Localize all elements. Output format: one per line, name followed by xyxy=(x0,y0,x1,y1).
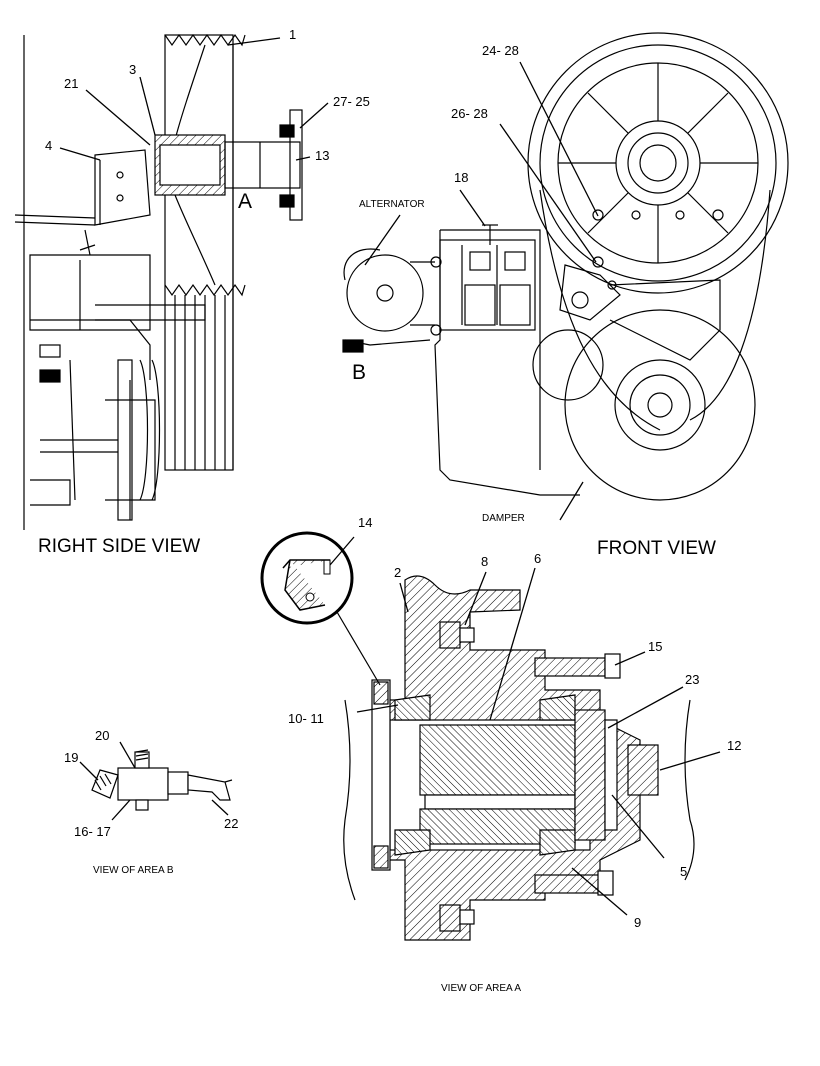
callout-16-17: 16- 17 xyxy=(74,824,111,839)
area-a-view xyxy=(343,575,695,941)
callout-14: 14 xyxy=(358,515,373,530)
leader-lines xyxy=(59,37,721,916)
callout-23: 23 xyxy=(685,672,700,687)
callout-2: 2 xyxy=(394,565,402,580)
area-b-fitting xyxy=(91,749,233,811)
area-b-marker: B xyxy=(352,361,367,384)
callout-27-25: 27- 25 xyxy=(333,94,370,109)
alternator-caption: ALTERNATOR xyxy=(359,199,425,210)
callout-22: 22 xyxy=(224,816,239,831)
damper-caption: DAMPER xyxy=(482,513,525,524)
seal-detail-circle xyxy=(260,531,381,686)
callout-1: 1 xyxy=(289,27,297,42)
callout-15: 15 xyxy=(648,639,663,654)
callout-21: 21 xyxy=(64,76,79,91)
callout-6: 6 xyxy=(534,551,542,566)
callout-9: 9 xyxy=(634,915,642,930)
callout-20: 20 xyxy=(95,728,110,743)
callout-18: 18 xyxy=(454,170,469,185)
front-view-title: FRONT VIEW xyxy=(597,538,716,559)
area-a-marker: A xyxy=(238,190,253,213)
callout-26-28: 26- 28 xyxy=(451,106,488,121)
area-b-view-title: VIEW OF AREA B xyxy=(93,865,174,876)
area-a-view-title: VIEW OF AREA A xyxy=(441,983,522,994)
callout-13: 13 xyxy=(315,148,330,163)
callout-5: 5 xyxy=(680,864,688,879)
callout-10-11: 10- 11 xyxy=(288,711,324,726)
callout-8: 8 xyxy=(481,554,489,569)
callout-3: 3 xyxy=(129,62,137,77)
callout-4: 4 xyxy=(45,138,53,153)
right-side-view-title: RIGHT SIDE VIEW xyxy=(38,536,201,557)
right-side-view xyxy=(14,33,303,530)
callout-19: 19 xyxy=(64,750,79,765)
callout-24-28: 24- 28 xyxy=(482,43,519,58)
callout-12: 12 xyxy=(727,738,742,753)
front-view xyxy=(342,32,789,501)
